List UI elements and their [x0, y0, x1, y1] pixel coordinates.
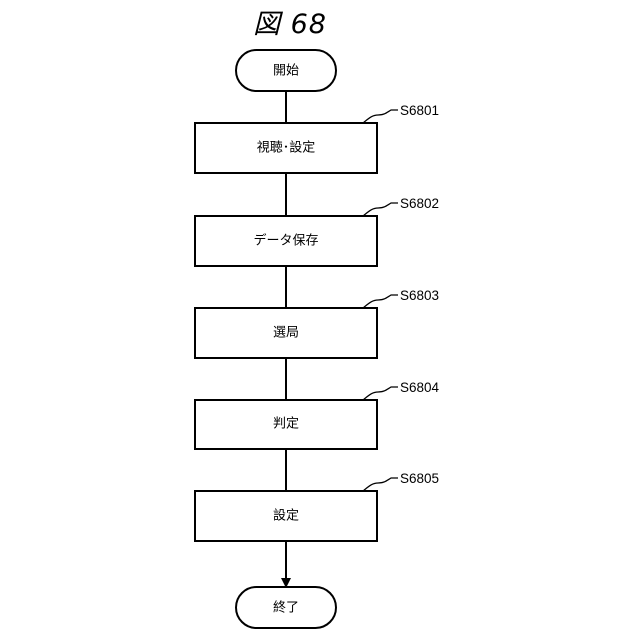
step-label: 視聴･設定 [257, 140, 316, 156]
process-step-s6805: 設定 S6805 [195, 471, 439, 541]
start-terminator: 開始 [236, 50, 336, 91]
process-step-s6802: データ保存 S6802 [195, 196, 439, 266]
step-label: 設定 [273, 508, 299, 524]
step-leader-line [363, 110, 398, 123]
step-id: S6804 [400, 380, 440, 395]
step-id: S6803 [400, 288, 439, 303]
process-step-s6804: 判定 S6804 [195, 380, 440, 449]
step-leader-line [363, 478, 398, 491]
end-label: 終了 [273, 600, 299, 616]
start-label: 開始 [273, 64, 299, 79]
step-id: S6805 [400, 471, 439, 486]
step-id: S6802 [400, 196, 439, 211]
step-leader-line [363, 203, 398, 216]
process-step-s6803: 選局 S6803 [195, 288, 439, 358]
step-label: データ保存 [253, 233, 318, 249]
step-label: 判定 [273, 417, 299, 432]
process-step-s6801: 視聴･設定 S6801 [195, 103, 439, 173]
step-leader-line [363, 295, 398, 308]
step-leader-line [363, 387, 398, 400]
step-id: S6801 [400, 103, 439, 118]
step-label: 選局 [273, 326, 299, 341]
end-terminator: 終了 [236, 587, 336, 628]
